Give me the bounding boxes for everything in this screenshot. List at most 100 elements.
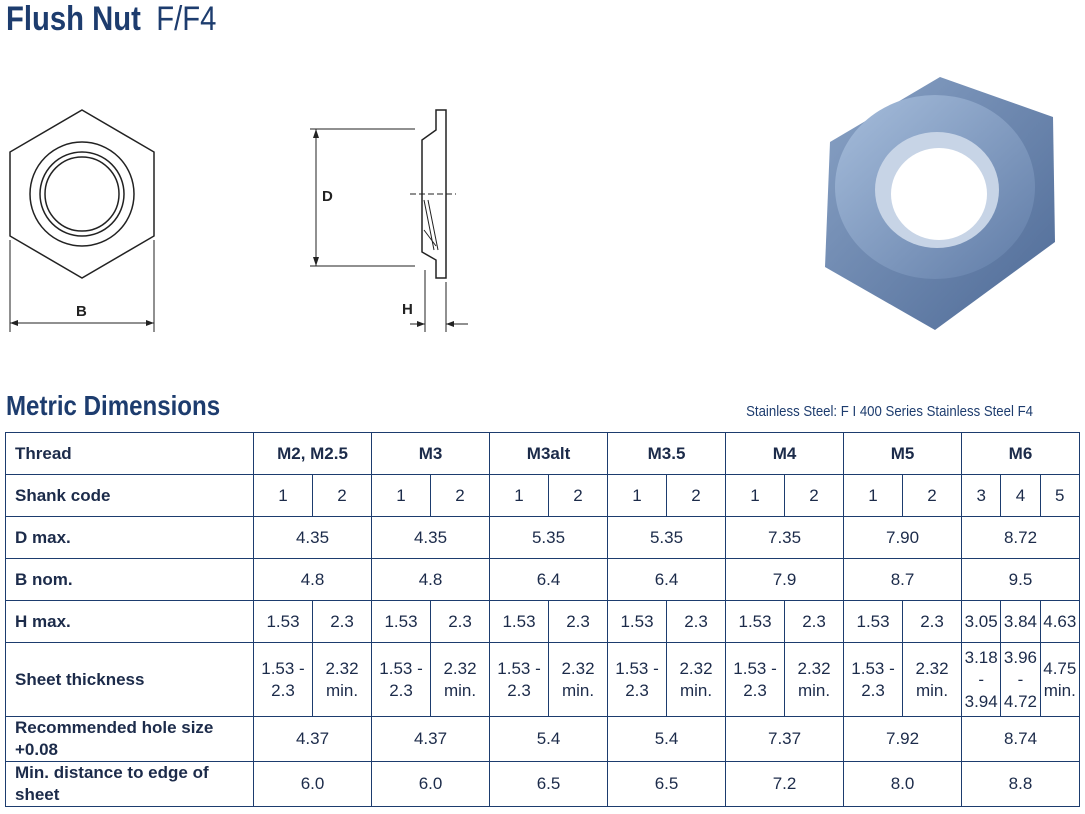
table-cell: 1.53: [253, 600, 313, 643]
table-cell: 8.72: [961, 516, 1080, 559]
row-label: Thread: [5, 432, 254, 475]
table-cell: 8.8: [961, 761, 1080, 807]
page-title: Flush Nut F/F4: [6, 0, 216, 39]
table-cell: 6.0: [371, 761, 491, 807]
product-code: F/F4: [156, 0, 217, 38]
table-cell: 4.8: [371, 558, 491, 601]
table-cell: 8.0: [843, 761, 963, 807]
table-cell: 2: [902, 474, 963, 517]
table-cell: 2.3: [430, 600, 491, 643]
sheet-line: 1.53 -: [261, 658, 305, 678]
sheet-line: min.: [1043, 680, 1076, 700]
material-note: Stainless Steel: F I 400 Series Stainles…: [746, 403, 1033, 420]
table-cell: 5.35: [489, 516, 609, 559]
sheet-line: 2.3: [271, 680, 295, 700]
sheet-line: 3.96 -: [1003, 647, 1038, 689]
sheet-line: 1.53 -: [379, 658, 423, 678]
top-view-drawing: B: [9, 109, 155, 332]
table-cell: 4.37: [252, 716, 373, 762]
table-cell: 2: [666, 474, 727, 517]
table-cell: 7.2: [725, 761, 845, 807]
table-cell: 6.0: [252, 761, 373, 807]
row-label: H max.: [5, 600, 254, 643]
sheet-line: 1.53 -: [733, 658, 777, 678]
sheet-line: min.: [443, 680, 477, 700]
table-cell: 1: [489, 474, 550, 517]
table-cell: M3alt: [489, 432, 609, 475]
table-cell: 7.9: [725, 558, 845, 601]
product-photo: [825, 77, 1055, 330]
table-cell: 1: [843, 474, 904, 517]
sheet-line: 2.32: [443, 658, 477, 678]
sheet-line: 1.53 -: [615, 658, 659, 678]
table-cell: M3: [371, 432, 491, 475]
table-cell: 6.5: [489, 761, 609, 807]
table-cell: 1.53 -2.3: [489, 642, 550, 717]
table-cell: 6.4: [489, 558, 609, 601]
table-cell: 3.18 -3.94: [961, 642, 1002, 717]
table-cell: 2.3: [548, 600, 609, 643]
sheet-line: 3.94: [964, 691, 998, 711]
row-label: Shank code: [5, 474, 254, 517]
table-cell: 5: [1039, 474, 1080, 517]
table-cell: 2: [784, 474, 845, 517]
table-cell: 1.53: [607, 600, 668, 643]
table-cell: 7.92: [843, 716, 963, 762]
table-cell: 4.63: [1039, 600, 1080, 643]
dim-b-label: B: [76, 303, 87, 320]
table-cell: 9.5: [961, 558, 1080, 601]
table-cell: 7.35: [725, 516, 845, 559]
table-cell: M5: [843, 432, 963, 475]
table-cell: M4: [725, 432, 845, 475]
row-label: Sheet thickness: [5, 642, 254, 717]
row-label: D max.: [5, 516, 254, 559]
dim-h-label: H: [402, 301, 413, 318]
sheet-line: 2.32: [325, 658, 359, 678]
table-cell: 5.4: [489, 716, 609, 762]
sheet-line: min.: [797, 680, 831, 700]
table-cell: 2: [548, 474, 609, 517]
table-cell: 1.53 -2.3: [371, 642, 432, 717]
product-name: Flush Nut: [6, 0, 141, 38]
table-cell: 4.37: [371, 716, 491, 762]
sheet-line: min.: [915, 680, 949, 700]
table-cell: 2: [311, 474, 373, 517]
table-cell: 1: [253, 474, 313, 517]
table-cell: 5.35: [607, 516, 727, 559]
table-cell: 2: [430, 474, 491, 517]
table-cell: 1: [607, 474, 668, 517]
sheet-line: 3.18 -: [964, 647, 998, 689]
table-cell: 4.35: [252, 516, 373, 559]
table-cell: 1.53 -2.3: [725, 642, 786, 717]
table-cell: 1: [371, 474, 432, 517]
sheet-line: 1.53 -: [851, 658, 895, 678]
table-cell: 1: [725, 474, 786, 517]
table-cell: 6.5: [607, 761, 727, 807]
sheet-line: 4.72: [1003, 691, 1038, 711]
sheet-line: 2.3: [507, 680, 531, 700]
sheet-line: 2.3: [861, 680, 885, 700]
sheet-line: min.: [561, 680, 595, 700]
table-cell: 3.84: [1000, 600, 1041, 643]
row-label: B nom.: [5, 558, 254, 601]
sheet-line: 2.3: [389, 680, 413, 700]
table-cell: 4.8: [252, 558, 373, 601]
sheet-line: 2.3: [625, 680, 649, 700]
table-cell: 1.53 -2.3: [253, 642, 313, 717]
table-cell: 8.7: [843, 558, 963, 601]
table-cell: 5.4: [607, 716, 727, 762]
table-cell: M3.5: [607, 432, 727, 475]
table-cell: 3: [961, 474, 1002, 517]
table-cell: 1.53 -2.3: [607, 642, 668, 717]
table-cell: 6.4: [607, 558, 727, 601]
row-label: Min. distance to edge of sheet: [5, 761, 254, 807]
table-cell: 1.53: [725, 600, 786, 643]
